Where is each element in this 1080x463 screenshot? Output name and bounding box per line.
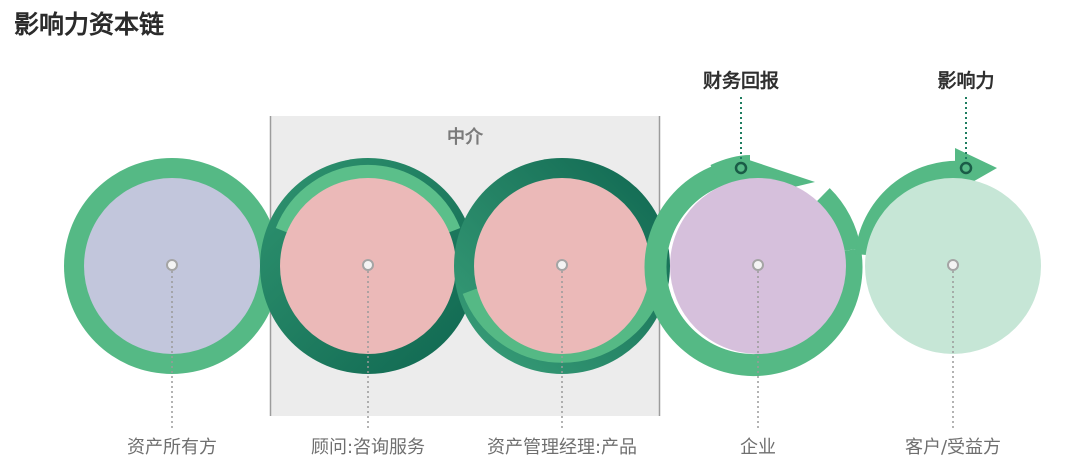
asset-manager-center-dot xyxy=(556,259,568,271)
advisor-center-dot xyxy=(362,259,374,271)
advisor-ring-highlight xyxy=(275,164,461,237)
beneficiary-center-dot xyxy=(947,259,959,271)
node-leaders xyxy=(166,259,959,430)
enterprise-center-dot xyxy=(752,259,764,271)
beneficiary-arrow-arc xyxy=(855,160,966,257)
asset-owner-label: 资产所有方 xyxy=(127,437,217,458)
intermediary-label: 中介 xyxy=(447,126,484,148)
advisor-label: 顾问:咨询服务 xyxy=(311,437,425,458)
node-enterprise xyxy=(644,155,863,377)
enterprise-ring-upper xyxy=(814,188,861,253)
enterprise-arrow-shaft xyxy=(710,155,751,186)
asset-manager-label: 资产管理经理:产品 xyxy=(487,437,637,458)
enterprise-ring xyxy=(644,159,863,377)
impact-anchor-dot xyxy=(959,161,973,175)
asset-owner-center-dot xyxy=(166,259,178,271)
financial-return-label: 财务回报 xyxy=(703,69,779,92)
page-title: 影响力资本链 xyxy=(14,10,164,39)
beneficiary-label: 客户/受益方 xyxy=(905,437,1001,458)
financial-return-anchor-dot xyxy=(734,161,748,175)
impact-label: 影响力 xyxy=(937,69,994,92)
enterprise-label: 企业 xyxy=(740,437,776,458)
node-beneficiary xyxy=(855,148,1041,354)
